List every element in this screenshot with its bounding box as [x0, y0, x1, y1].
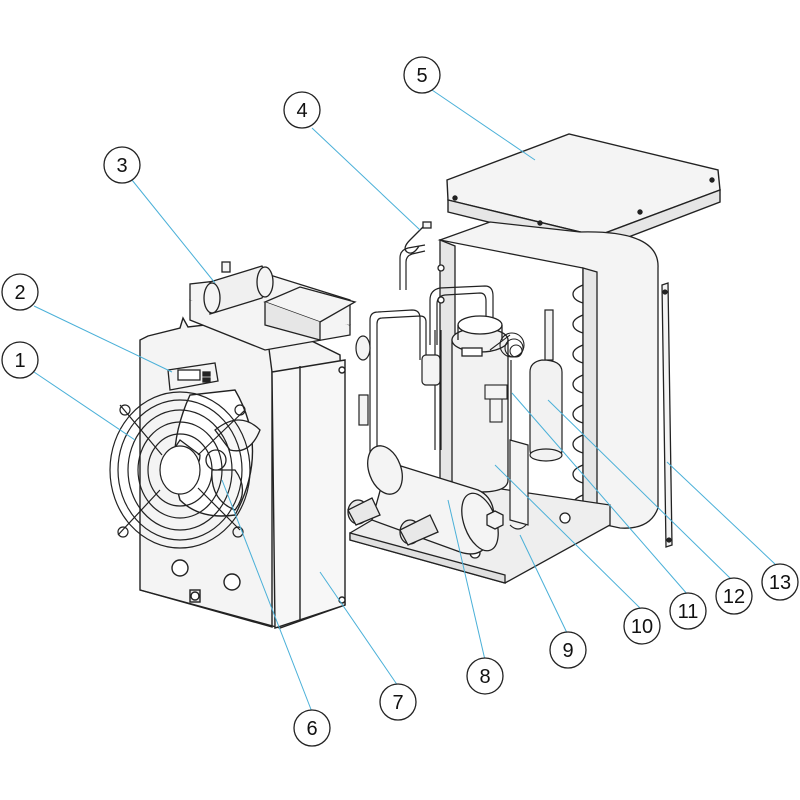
- callout-10: 10: [623, 607, 661, 645]
- callout-5: 5: [403, 56, 441, 94]
- controller-display: [167, 362, 219, 391]
- top-cover: [446, 133, 721, 250]
- side-strip: [661, 282, 673, 548]
- receiver-valve: [529, 309, 563, 462]
- callout-6: 6: [293, 709, 331, 747]
- callout-7: 7: [379, 683, 417, 721]
- callout-3: 3: [103, 146, 141, 184]
- callout-13: 13: [761, 563, 799, 601]
- callout-12: 12: [715, 577, 753, 615]
- water-heat-exchanger: [347, 445, 504, 555]
- pressure-switch: [484, 384, 508, 423]
- callout-11-label: 11: [678, 601, 699, 623]
- temperature-probe: [404, 221, 432, 254]
- callout-8: 8: [466, 657, 504, 695]
- callout-9-label: 9: [562, 640, 573, 662]
- callout-10-label: 10: [631, 616, 653, 638]
- callout-2: 2: [1, 273, 39, 311]
- callout-5-label: 5: [416, 65, 427, 87]
- callout-4: 4: [283, 91, 321, 129]
- leader-lines: [33, 89, 777, 713]
- flow-switch: [509, 439, 529, 530]
- drier-component: [355, 335, 441, 426]
- callout-13-label: 13: [769, 572, 791, 594]
- callout-6-label: 6: [306, 718, 317, 740]
- callout-1-label: 1: [14, 350, 25, 372]
- callout-9: 9: [549, 631, 587, 669]
- callout-11: 11: [669, 592, 707, 630]
- callout-8-label: 8: [479, 666, 490, 688]
- fan-guard: [109, 391, 251, 549]
- callout-3-label: 3: [116, 155, 127, 177]
- expansion-coil: [489, 332, 525, 358]
- callout-2-label: 2: [14, 282, 25, 304]
- callout-7-label: 7: [392, 692, 403, 714]
- callout-4-label: 4: [296, 100, 307, 122]
- electrical-box: [189, 261, 357, 351]
- callout-1: 1: [1, 341, 39, 379]
- callout-12-label: 12: [723, 586, 745, 608]
- rear-casing: [437, 221, 659, 529]
